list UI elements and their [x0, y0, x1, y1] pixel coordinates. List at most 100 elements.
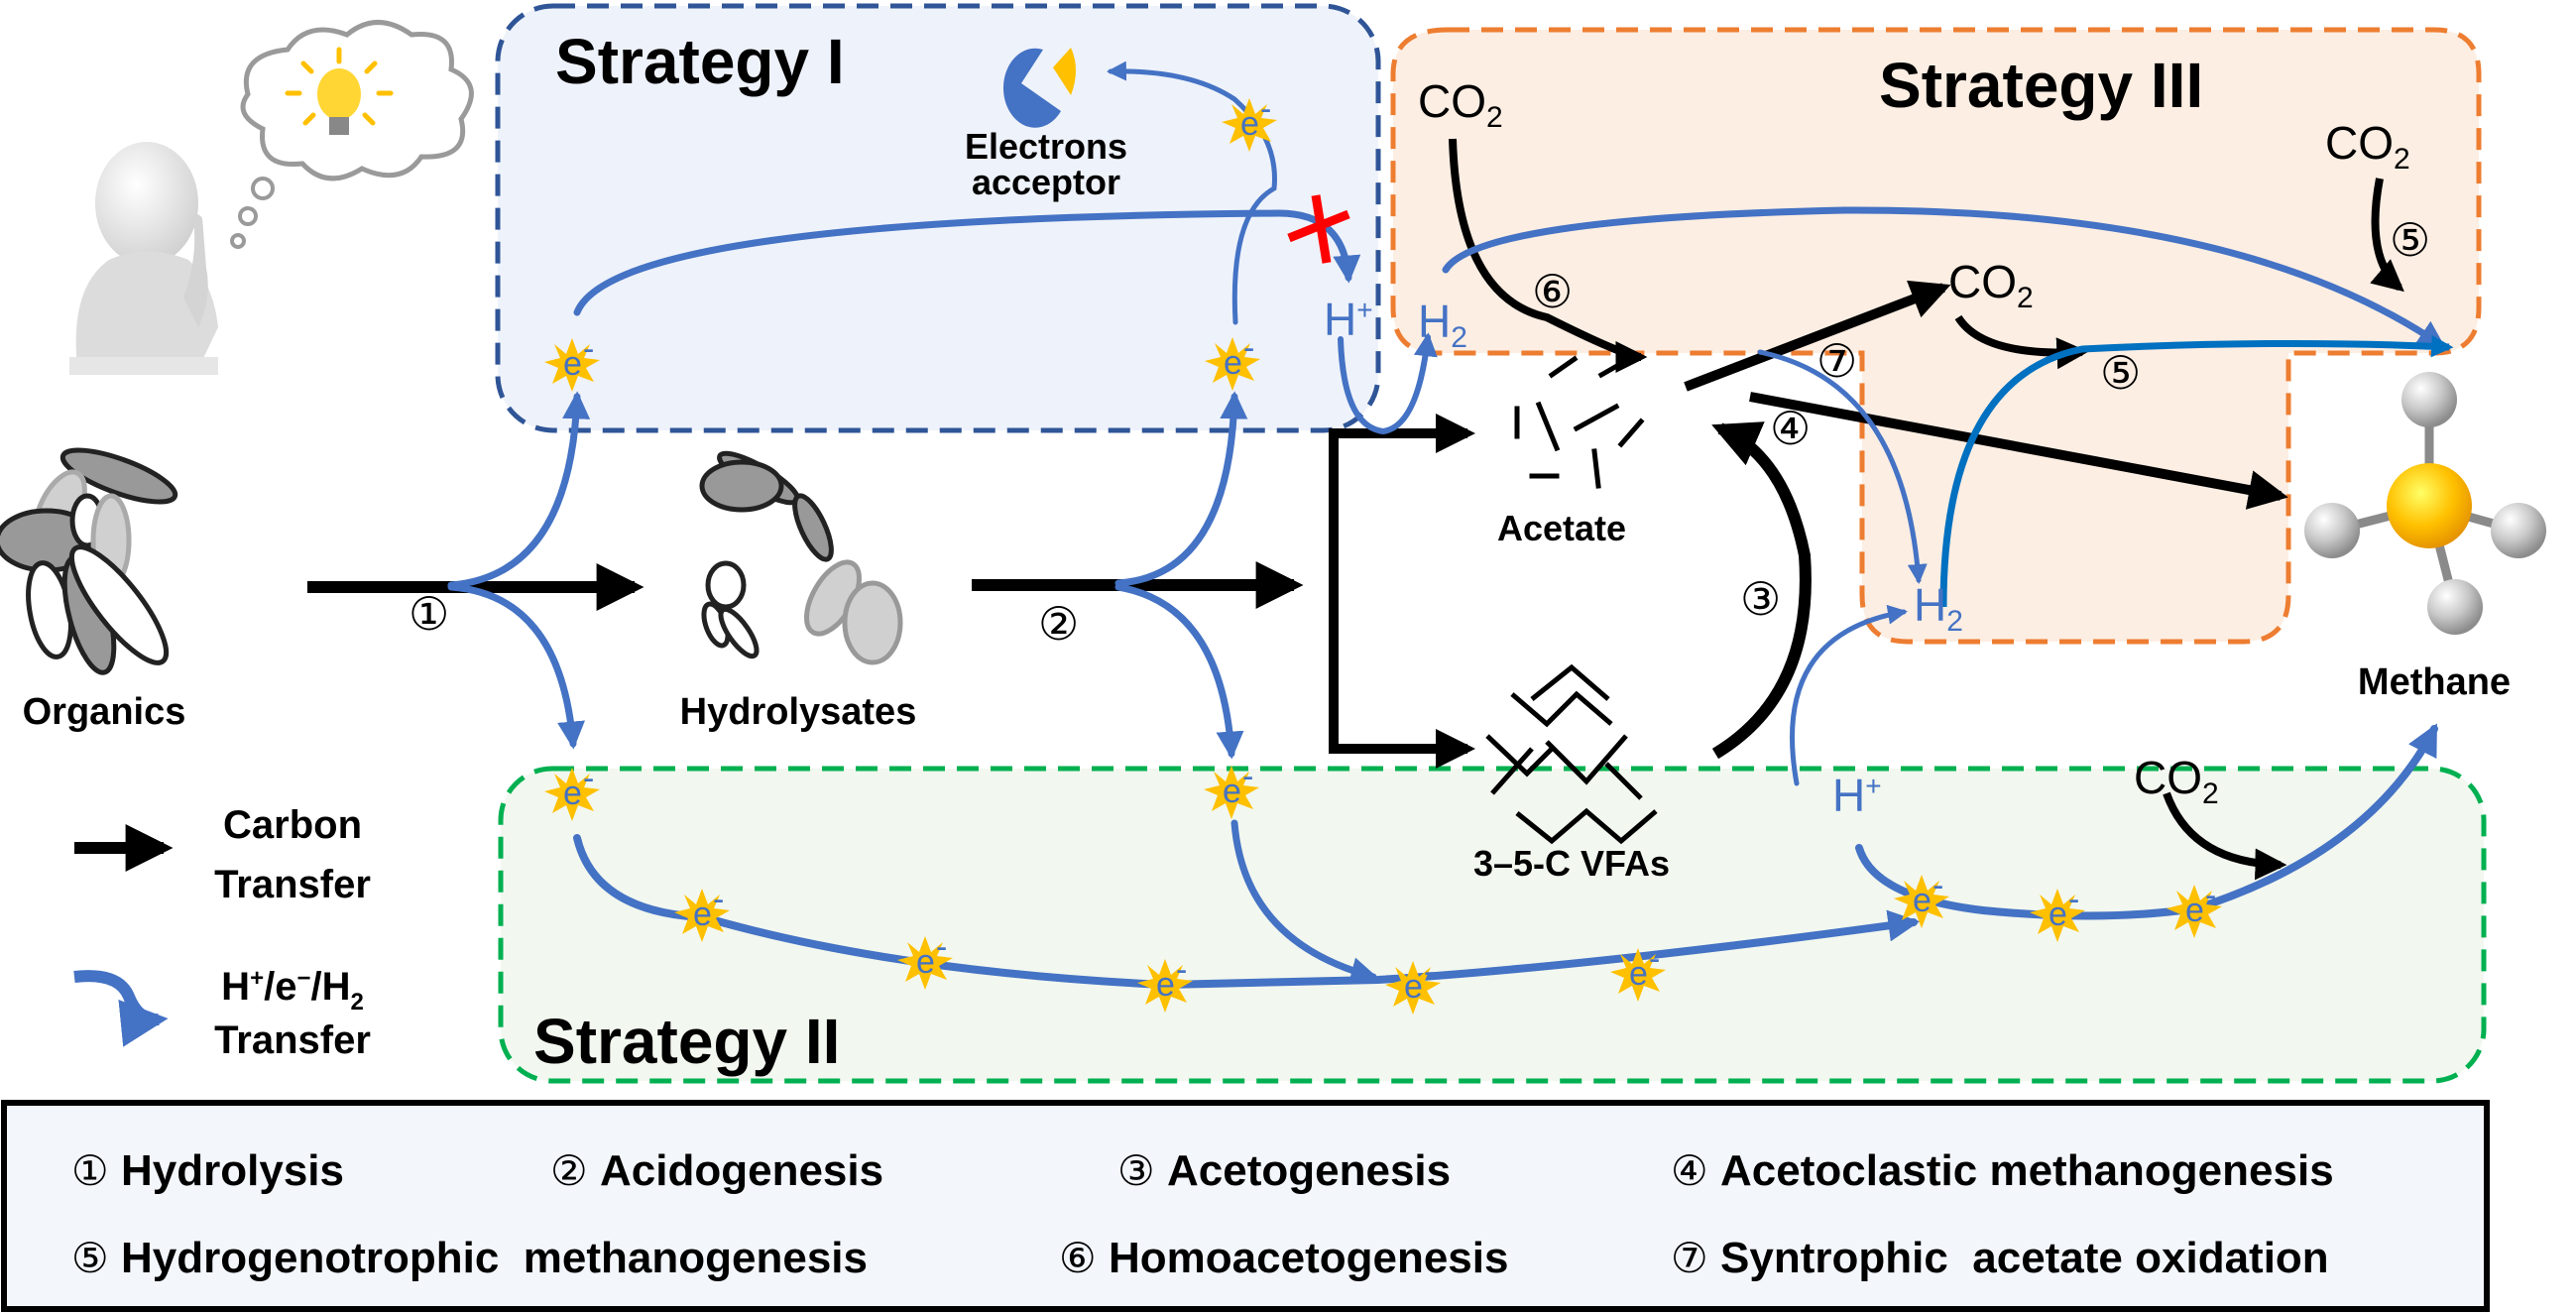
electron-badge: e-: [2030, 881, 2085, 942]
svg-text:H+: H+: [1832, 770, 1882, 821]
svg-text:H2: H2: [1914, 579, 1963, 638]
h-plus-label: H+: [1832, 770, 1882, 821]
electron-badges: e- e- e- e- e- e- e- e- e- e- e- e- e-: [544, 90, 2222, 1015]
svg-text:Homoacetogenesis: Homoacetogenesis: [1109, 1234, 1508, 1282]
svg-text:e: e: [1404, 968, 1423, 1006]
svg-text:e: e: [1629, 955, 1648, 993]
electron-badge: e-: [544, 760, 600, 821]
acetate-icon: [1514, 351, 1645, 489]
step-marker-1: ①: [409, 587, 449, 641]
h-transfer-key-arrow: [73, 970, 169, 1047]
carbon-transfer-key-label-1: Carbon: [223, 803, 362, 847]
co2-label: CO2: [2325, 117, 2410, 176]
svg-text:⑤: ⑤: [71, 1234, 109, 1282]
step-marker-6: ⑥: [1532, 265, 1573, 318]
svg-text:-: -: [1932, 867, 1943, 904]
sao-to-co2-arrow: [1684, 280, 1951, 392]
svg-text:e: e: [693, 896, 712, 933]
svg-text:-: -: [1176, 951, 1187, 989]
electron-badge: e-: [674, 881, 730, 942]
svg-text:e: e: [1224, 344, 1242, 382]
co2-to-methane-arrow: [2370, 178, 2404, 293]
electron-acceptor-icon: [1002, 48, 1076, 128]
acetate-label: Acetate: [1497, 508, 1626, 548]
strategy-1-title: Strategy I: [555, 26, 845, 97]
electron-badge: e-: [1894, 867, 1949, 928]
step-marker-2: ②: [1038, 597, 1079, 651]
electron-badge: e-: [1385, 953, 1441, 1015]
electron-badge: e-: [1222, 90, 1277, 152]
organics-icon: [0, 447, 178, 675]
h-transfer-key-label-1: H+/e−/H2: [221, 965, 364, 1016]
svg-text:Syntrophic acetate oxidation: Syntrophic acetate oxidation: [1720, 1234, 2329, 1282]
electron-badge: e-: [897, 928, 953, 990]
svg-text:-: -: [2205, 877, 2216, 914]
electron-badge: e-: [1610, 940, 1666, 1002]
svg-text:-: -: [713, 881, 724, 918]
electron-badge: e-: [1204, 758, 1259, 819]
blocked-x-icon: [1287, 194, 1350, 264]
acetoclastic-arrow: [1749, 392, 2288, 510]
co2-lower-arrow: [2163, 791, 2287, 881]
h-transfer-key-label-2: Transfer: [214, 1018, 371, 1062]
hydrolysates-label: Hydrolysates: [680, 691, 917, 733]
svg-text:⑦: ⑦: [1671, 1234, 1708, 1282]
svg-text:-: -: [936, 928, 947, 966]
svg-text:Acetogenesis: Acetogenesis: [1167, 1146, 1451, 1195]
svg-text:-: -: [583, 760, 594, 797]
svg-text:e: e: [2049, 896, 2067, 933]
svg-text:②: ②: [550, 1146, 588, 1195]
thinking-person-icon: [69, 20, 474, 375]
strategy-3-box: Strategy III: [1390, 27, 2482, 645]
electrons-acceptor-label-2: acceptor: [972, 162, 1120, 202]
vfas-icon: [1485, 663, 1658, 845]
svg-text:e: e: [1913, 882, 1932, 919]
strategy-2-box: Strategy II: [498, 766, 2487, 1084]
h2-label: H2: [1914, 579, 1963, 638]
svg-text:H2: H2: [1418, 296, 1467, 354]
carbon-transfer-key-label-2: Transfer: [214, 863, 371, 906]
electrons-acceptor-label-1: Electrons: [965, 126, 1127, 167]
electron-badge: e-: [1205, 329, 1260, 391]
strategy-3-title: Strategy III: [1879, 50, 2203, 121]
svg-text:Acetoclastic methanogenesis: Acetoclastic methanogenesis: [1720, 1146, 2334, 1195]
svg-text:Hydrolysis: Hydrolysis: [121, 1146, 344, 1195]
svg-text:e: e: [1240, 105, 1259, 143]
vfas-label: 3–5-C VFAs: [1473, 843, 1670, 884]
acetogenesis-arrow: [1711, 421, 1812, 760]
strategy-2-title: Strategy II: [533, 1006, 840, 1077]
methane-label: Methane: [2358, 661, 2511, 703]
svg-text:CO2: CO2: [1418, 75, 1503, 134]
svg-text:-: -: [583, 330, 594, 368]
step-marker-5: ⑤: [2100, 346, 2141, 400]
co2-label: CO2: [1418, 75, 1503, 134]
svg-text:-: -: [1260, 90, 1271, 128]
svg-text:③: ③: [1117, 1146, 1155, 1195]
step-marker-5: ⑤: [2390, 213, 2430, 267]
svg-text:④: ④: [1671, 1146, 1708, 1195]
svg-text:CO2: CO2: [2134, 752, 2219, 810]
svg-text:CO2: CO2: [1948, 256, 2034, 314]
svg-text:e: e: [2185, 892, 2204, 929]
svg-text:⑥: ⑥: [1059, 1234, 1097, 1282]
co2-label: CO2: [2134, 752, 2219, 810]
svg-text:Acidogenesis: Acidogenesis: [600, 1146, 883, 1195]
svg-text:-: -: [1242, 758, 1253, 795]
svg-text:e: e: [563, 345, 582, 383]
light-bulb-icon: [285, 47, 394, 135]
strategy-1-box: Strategy I: [495, 3, 1381, 433]
svg-text:-: -: [1243, 329, 1254, 367]
homoacetogenesis-arrow: [1449, 138, 1648, 373]
electron-badge: e-: [2166, 877, 2222, 938]
co2-label: CO2: [1948, 256, 2034, 314]
svg-text:e: e: [916, 943, 935, 981]
svg-text:-: -: [1424, 953, 1435, 991]
svg-text:CO2: CO2: [2325, 117, 2410, 176]
h2-label: H2: [1418, 296, 1467, 354]
svg-text:-: -: [1649, 940, 1660, 978]
